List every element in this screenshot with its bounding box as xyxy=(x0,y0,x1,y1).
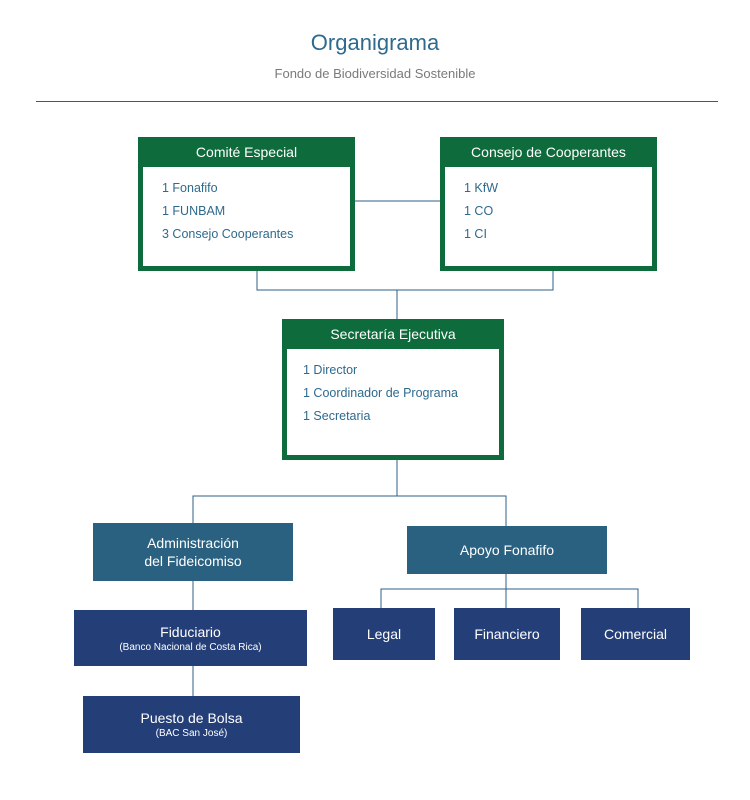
consejo-member: 1 CI xyxy=(464,227,487,241)
administracion-line2: del Fideicomiso xyxy=(144,553,242,569)
comite-especial-box: Comité Especial 1 Fonafifo 1 FUNBAM 3 Co… xyxy=(138,137,355,271)
comercial-label: Comercial xyxy=(603,626,667,642)
consejo-cooperantes-box: Consejo de Cooperantes 1 KfW 1 CO 1 CI xyxy=(440,137,657,271)
legal-label: Legal xyxy=(366,626,402,642)
puesto-bolsa-label: Puesto de Bolsa xyxy=(140,710,243,726)
page-title: Organigrama xyxy=(310,30,440,55)
consejo-member: 1 CO xyxy=(464,204,494,218)
fiduciario-label: Fiduciario xyxy=(160,623,221,640)
connector-mid-bracket xyxy=(192,495,507,526)
comite-especial-title: Comité Especial xyxy=(195,144,298,160)
connector-bottom-bracket xyxy=(380,588,639,608)
legal-box: Legal xyxy=(333,608,435,660)
consejo-member: 1 KfW xyxy=(464,181,499,195)
consejo-cooperantes-title: Consejo de Cooperantes xyxy=(471,144,626,160)
secretaria-member: 1 Coordinador de Programa xyxy=(303,386,458,400)
administracion-line1: Administración xyxy=(147,535,239,551)
financiero-label: Financiero xyxy=(474,626,540,642)
secretaria-ejecutiva-box: Secretaría Ejecutiva 1 Director 1 Coordi… xyxy=(282,319,504,460)
connector-top-bracket xyxy=(256,271,554,291)
apoyo-fonafifo-label: Apoyo Fonafifo xyxy=(459,542,555,558)
comercial-box: Comercial xyxy=(581,608,690,660)
comite-member: 1 FUNBAM xyxy=(162,204,226,218)
header-divider xyxy=(36,101,718,102)
administracion-fideicomiso-box: Administración del Fideicomiso xyxy=(93,523,293,581)
financiero-box: Financiero xyxy=(454,608,560,660)
comite-especial-members: 1 Fonafifo 1 FUNBAM 3 Consejo Cooperante… xyxy=(143,167,350,266)
comite-member: 3 Consejo Cooperantes xyxy=(162,227,294,241)
secretaria-member: 1 Secretaria xyxy=(303,409,371,423)
puesto-bolsa-sub: (BAC San José) xyxy=(155,728,228,739)
apoyo-fonafifo-box: Apoyo Fonafifo xyxy=(407,526,607,574)
puesto-bolsa-box: Puesto de Bolsa (BAC San José) xyxy=(83,696,300,753)
consejo-cooperantes-members: 1 KfW 1 CO 1 CI xyxy=(445,167,652,266)
fiduciario-box: Fiduciario (Banco Nacional de Costa Rica… xyxy=(74,610,307,666)
comite-member: 1 Fonafifo xyxy=(162,181,218,195)
page-subtitle: Fondo de Biodiversidad Sostenible xyxy=(274,66,476,81)
secretaria-ejecutiva-members: 1 Director 1 Coordinador de Programa 1 S… xyxy=(287,349,499,455)
secretaria-member: 1 Director xyxy=(303,363,358,377)
secretaria-ejecutiva-title: Secretaría Ejecutiva xyxy=(330,326,456,342)
fiduciario-sub: (Banco Nacional de Costa Rica) xyxy=(119,641,262,653)
